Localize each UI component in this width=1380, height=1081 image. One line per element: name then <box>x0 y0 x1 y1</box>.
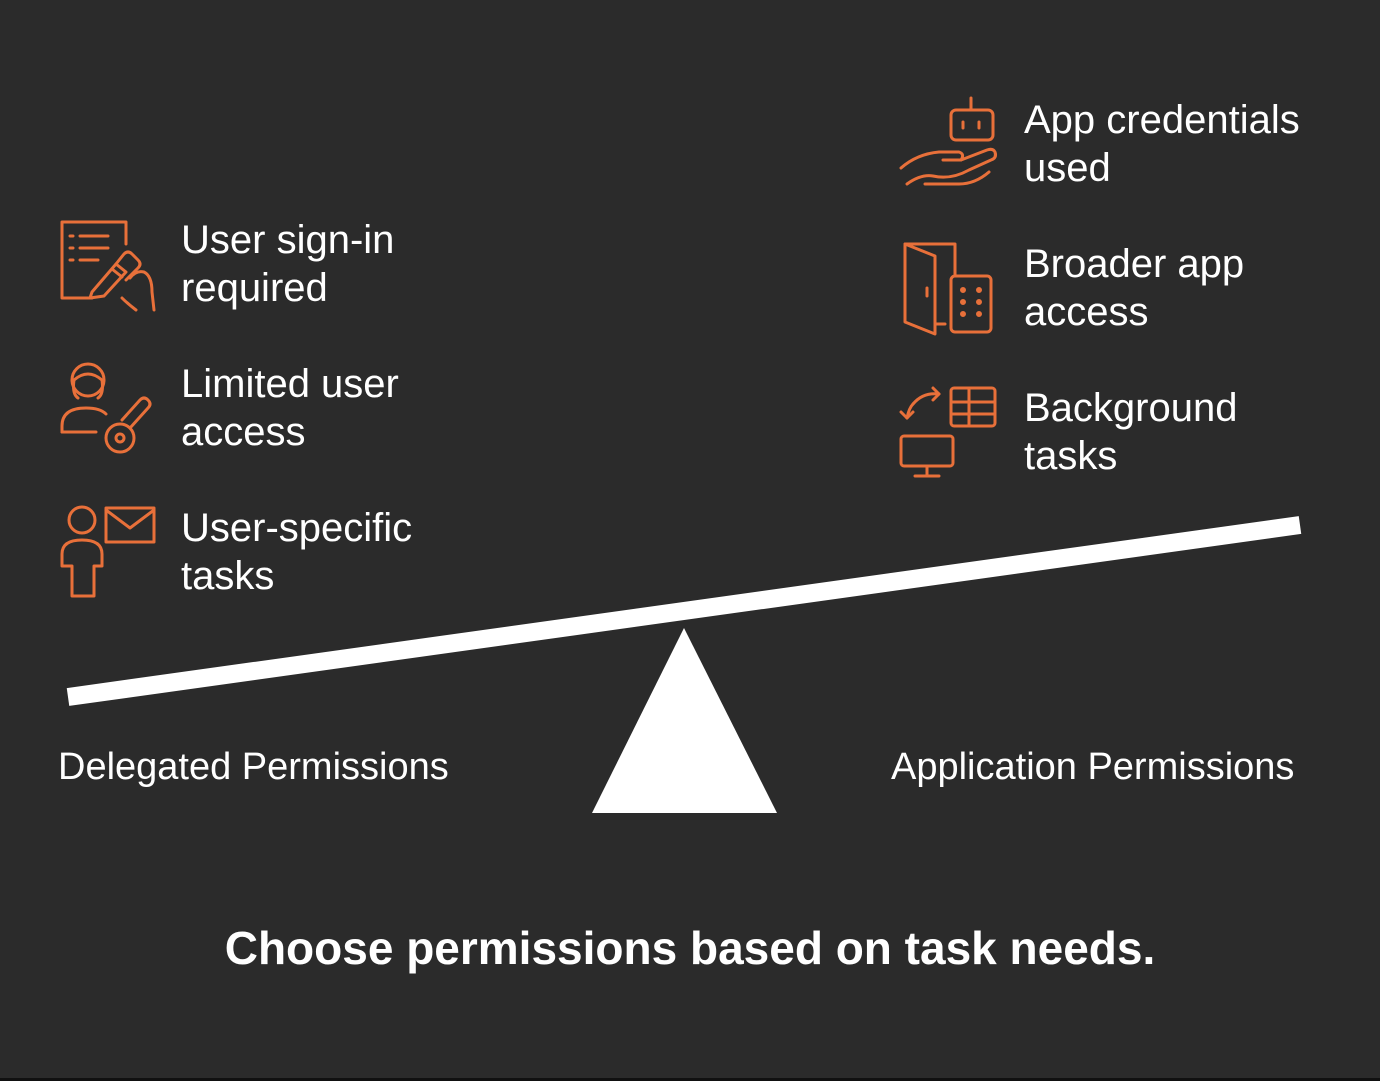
item-label-line2: access <box>1024 290 1149 334</box>
robot-hand-icon <box>899 94 999 194</box>
bottom-border <box>0 1078 1380 1081</box>
item-label-line1: App credentials <box>1024 98 1300 142</box>
item-label-line2: used <box>1024 146 1111 190</box>
seesaw-fulcrum <box>592 628 777 813</box>
delegated-item-limited-access: Limited user access <box>56 358 399 458</box>
delegated-permissions-label: Delegated Permissions <box>58 746 449 788</box>
footer-caption: Choose permissions based on task needs. <box>224 922 1156 974</box>
item-label-line2: access <box>181 410 306 454</box>
item-label-line1: Background <box>1024 386 1238 430</box>
item-label-line1: User-specific <box>181 506 413 550</box>
delegated-item-user-tasks: User-specific tasks <box>56 502 412 602</box>
item-label-line1: Broader app <box>1024 242 1245 286</box>
user-key-icon <box>56 358 156 458</box>
item-label-line2: tasks <box>1024 434 1118 478</box>
item-label-line2: required <box>181 266 328 310</box>
application-item-broader-access: Broader app access <box>899 238 1244 338</box>
user-mail-icon <box>56 502 156 602</box>
delegated-item-sign-in: User sign-in required <box>56 214 394 314</box>
application-permissions-label: Application Permissions <box>891 746 1295 788</box>
item-label-line1: Limited user <box>181 362 399 406</box>
monitor-sync-icon <box>899 382 999 482</box>
signing-document-icon <box>56 214 156 314</box>
item-label-line1: User sign-in <box>181 218 395 262</box>
item-label-line2: tasks <box>181 554 275 598</box>
door-keypad-icon <box>899 238 999 338</box>
application-item-background-tasks: Background tasks <box>899 382 1237 482</box>
application-item-credentials: App credentials used <box>899 94 1300 194</box>
